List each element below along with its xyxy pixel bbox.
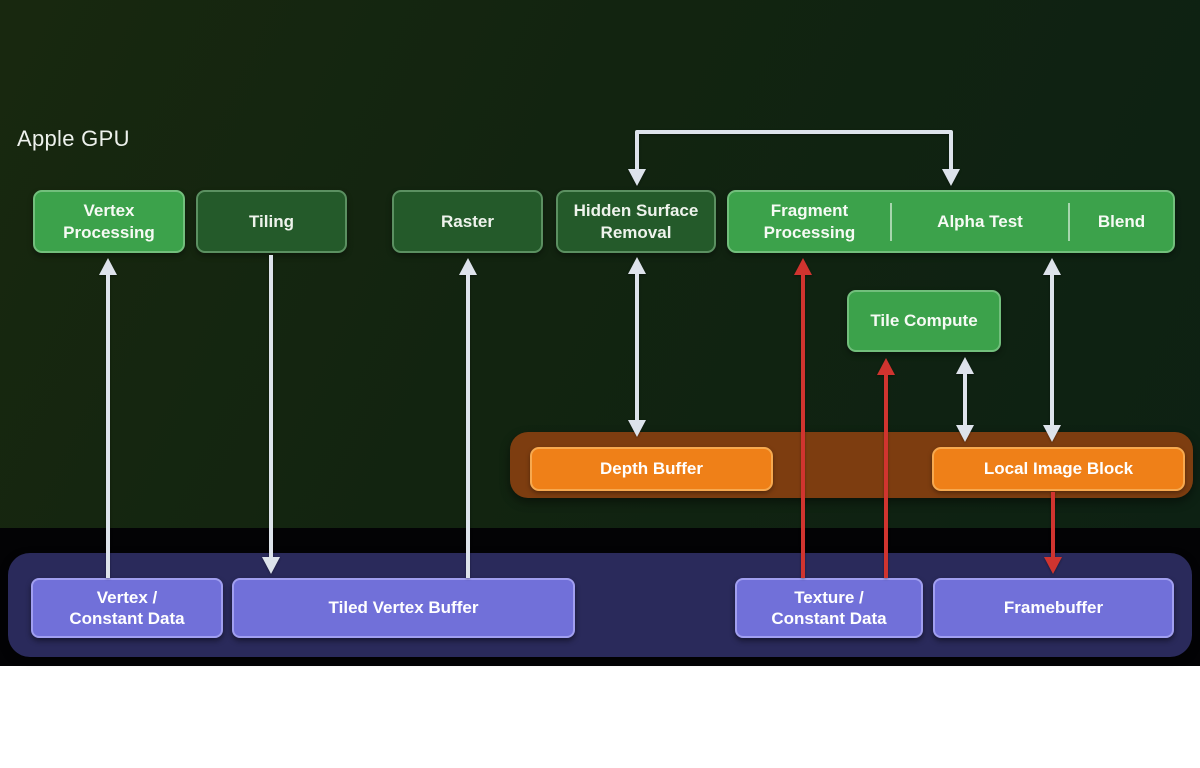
memory-tiled-vertex-buffer: Tiled Vertex Buffer bbox=[232, 578, 575, 638]
stage-fragment-group: Fragment Processing Alpha Test Blend bbox=[727, 190, 1175, 253]
stage-label: Hidden Surface Removal bbox=[573, 201, 699, 242]
stage-label: Fragment Processing bbox=[763, 201, 856, 242]
memory-label: Texture / Constant Data bbox=[771, 587, 887, 628]
memory-label: Vertex / Constant Data bbox=[69, 587, 185, 628]
buffer-label: Depth Buffer bbox=[600, 459, 703, 479]
buffer-label: Local Image Block bbox=[983, 459, 1134, 479]
stage-blend: Blend bbox=[1070, 192, 1173, 251]
memory-texture-constant-data: Texture / Constant Data bbox=[735, 578, 923, 638]
stage-vertex-processing: Vertex Processing bbox=[33, 190, 185, 253]
stage-tile-compute: Tile Compute bbox=[847, 290, 1001, 352]
stage-alpha-test: Alpha Test bbox=[892, 192, 1068, 251]
segment-divider bbox=[1068, 202, 1070, 241]
memory-label: Framebuffer bbox=[1003, 598, 1104, 618]
stage-label: Alpha Test bbox=[937, 211, 1023, 231]
diagram-title: Apple GPU bbox=[17, 126, 130, 151]
stage-hidden-surface-removal: Hidden Surface Removal bbox=[556, 190, 716, 253]
stage-label: Vertex Processing bbox=[63, 201, 155, 242]
stage-tiling: Tiling bbox=[196, 190, 347, 253]
stage-label: Tile Compute bbox=[870, 311, 978, 331]
memory-vertex-constant-data: Vertex / Constant Data bbox=[31, 578, 223, 638]
buffer-depth-buffer: Depth Buffer bbox=[530, 447, 773, 491]
memory-label: Tiled Vertex Buffer bbox=[328, 598, 479, 618]
stage-fragment-processing: Fragment Processing bbox=[729, 192, 890, 251]
stage-label: Blend bbox=[1097, 211, 1146, 231]
buffer-local-image-block: Local Image Block bbox=[932, 447, 1185, 491]
stage-raster: Raster bbox=[392, 190, 543, 253]
stage-label: Tiling bbox=[248, 211, 294, 231]
stage-label: Raster bbox=[441, 211, 494, 231]
segment-divider bbox=[890, 202, 892, 241]
memory-framebuffer: Framebuffer bbox=[933, 578, 1174, 638]
